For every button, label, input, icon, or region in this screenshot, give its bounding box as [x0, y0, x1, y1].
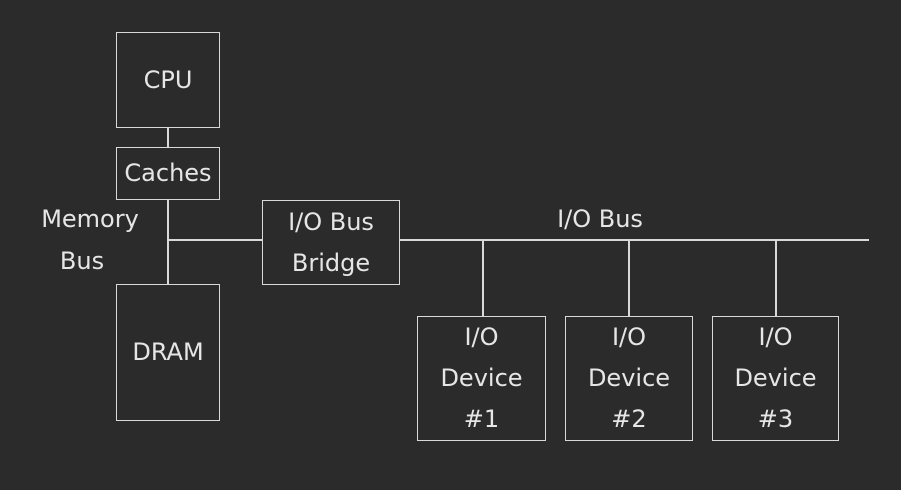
cpu-cache-connector	[167, 127, 169, 147]
caches-label: Caches	[124, 159, 212, 187]
cpu-box: CPU	[116, 32, 220, 128]
device-3-line1: I/O	[758, 323, 793, 351]
io-device-2-box: I/O Device #2	[565, 316, 693, 441]
io-bus-line	[399, 239, 869, 241]
device-1-line1: I/O	[464, 323, 499, 351]
device-3-line2: Device	[734, 364, 817, 392]
device3-drop-line	[775, 239, 777, 317]
io-bus-label: I/O Bus	[557, 205, 643, 233]
memory-bus-label-line1: Memory	[41, 205, 139, 233]
device-2-line3: #2	[611, 405, 647, 433]
device2-drop-line	[628, 239, 630, 317]
device-2-line1: I/O	[611, 323, 647, 351]
bridge-label-line2: Bridge	[291, 248, 371, 277]
io-device-1-box: I/O Device #1	[417, 316, 546, 441]
dram-box: DRAM	[116, 284, 220, 421]
memory-bus-line	[167, 199, 169, 285]
memory-bus-label-line2: Bus	[59, 247, 105, 275]
io-bus-bridge-box: I/O Bus Bridge	[262, 200, 400, 285]
device-3-line3: #3	[757, 405, 794, 433]
io-device-3-box: I/O Device #3	[712, 316, 839, 441]
bridge-label-line1: I/O Bus	[288, 207, 374, 236]
cpu-label: CPU	[143, 65, 193, 94]
device1-drop-line	[482, 239, 484, 317]
memory-bus-label: Memory Bus	[20, 204, 160, 276]
memory-to-bridge-line	[167, 239, 262, 241]
device-1-line2: Device	[440, 364, 523, 392]
device-2-line2: Device	[587, 364, 671, 392]
device-1-line3: #1	[463, 405, 500, 433]
caches-box: Caches	[116, 147, 220, 200]
dram-label: DRAM	[132, 338, 204, 366]
